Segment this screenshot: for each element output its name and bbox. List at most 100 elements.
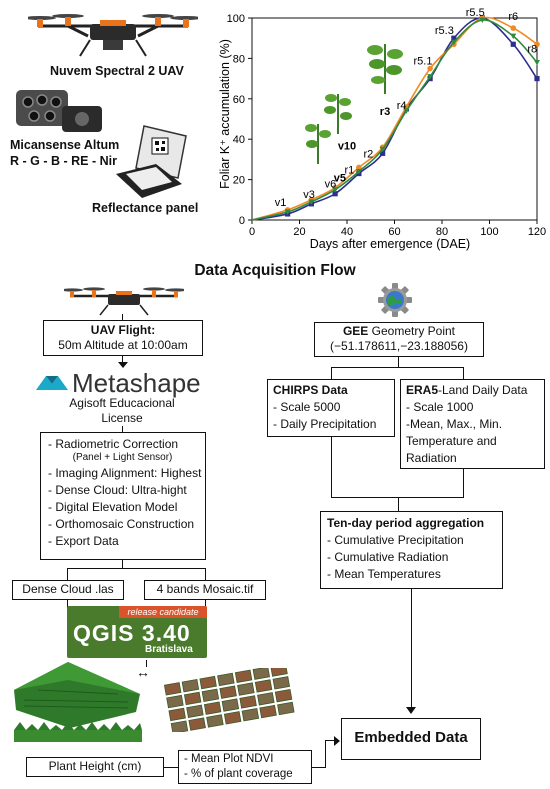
- plant-icon-v5: [305, 124, 331, 164]
- chart-y-tick-label: 0: [239, 215, 245, 227]
- chirps-title: CHIRPS Data: [273, 383, 348, 397]
- era5-title: ERA5-Land Daily Data: [406, 383, 544, 398]
- arrow-right-icon: [334, 736, 340, 746]
- plot-tile: [188, 717, 206, 731]
- arrow-down-icon: [406, 707, 416, 714]
- dense-cloud-box: Dense Cloud .las: [12, 580, 124, 600]
- chart-stage-label: r3: [380, 106, 390, 118]
- chart-point: [510, 33, 517, 40]
- chart-x-tick-label: 100: [480, 226, 498, 238]
- plot-tile: [270, 663, 288, 677]
- plot-tile: [181, 678, 200, 693]
- arrow-down-icon: [118, 362, 128, 368]
- chart-x-tick-label: 20: [293, 226, 305, 238]
- ten-day-item-3: - Mean Temperatures: [327, 567, 441, 581]
- chart-point: [284, 209, 291, 215]
- uav-flight-box: UAV Flight: 50m Altitude at 10:00am: [43, 320, 203, 356]
- chart-point: [332, 191, 338, 197]
- chart-point: [451, 35, 457, 41]
- era5-item-1: - Scale 1000: [406, 400, 474, 414]
- step-dem: - Digital Elevation Model: [48, 500, 178, 514]
- chart-stage-label: r5.3: [435, 25, 454, 37]
- gee-coords: (−51.178611,−23.188056): [330, 339, 468, 353]
- chart-point: [427, 74, 434, 80]
- chart-stage-label: v10: [338, 140, 356, 152]
- chart-y-tick-label: 20: [233, 175, 245, 187]
- reflectance-panel-image: [112, 122, 196, 200]
- plot-tile: [239, 695, 257, 709]
- chart-y-tick-label: 100: [227, 13, 245, 25]
- point-cloud-image: [8, 650, 148, 746]
- chart-stage-label: r5.5: [466, 7, 485, 19]
- bands-label: R - G - B - RE - Nir: [10, 154, 117, 168]
- plot-tile: [257, 692, 275, 706]
- embedded-data-label: Embedded Data: [354, 729, 468, 746]
- flow-title: Data Acquisition Flow: [194, 262, 356, 279]
- plot-tile: [186, 704, 204, 718]
- ndvi-box: - Mean Plot NDVI - % of plant coverage: [178, 750, 312, 784]
- gee-title-bold: GEE: [342, 324, 369, 338]
- chart-point: [534, 41, 540, 48]
- metashape-license-1: Agisoft Educacional: [69, 396, 175, 410]
- plot-tile: [252, 666, 271, 680]
- chart-x-axis-label: Days after emergence (DAE): [310, 237, 470, 251]
- plot-tile: [274, 688, 293, 703]
- chart-point: [308, 199, 315, 205]
- chart-point: [427, 65, 433, 72]
- chart-x-tick-label: 60: [388, 226, 400, 238]
- plot-tile: [237, 682, 255, 696]
- chart-plot-frame: [251, 17, 538, 221]
- mosaic-box: 4 bands Mosaic.tif: [144, 580, 266, 600]
- step-dense-cloud: - Dense Cloud: Ultra-hight: [48, 483, 187, 497]
- chart-point: [403, 108, 410, 114]
- chart-point: [380, 150, 386, 156]
- plot-tile: [201, 688, 220, 703]
- gee-gear-icon: [377, 282, 413, 318]
- plot-tile: [221, 698, 240, 712]
- chart-stage-label: r5.1: [414, 55, 433, 67]
- chart-series-line: [251, 17, 538, 221]
- plot-tile: [206, 714, 224, 728]
- plant-icon-r3: [367, 44, 403, 94]
- plot-tile: [259, 704, 277, 719]
- chart-stage-label: r2: [363, 148, 373, 160]
- plant-height-box: Plant Height (cm): [26, 757, 164, 777]
- plot-tile: [254, 679, 273, 693]
- step-radiometric: - Radiometric Correction: [48, 437, 179, 451]
- chart-stage-label: r8: [527, 43, 537, 55]
- chart-x-tick-label: 80: [436, 226, 448, 238]
- chart-point: [510, 25, 517, 31]
- qgis-subtitle: Bratislava: [145, 644, 193, 655]
- embedded-data-box: Embedded Data: [341, 718, 481, 760]
- plot-tile: [203, 701, 222, 715]
- era5-title-bold: ERA5: [406, 383, 439, 397]
- gee-title: GEE Geometry Point: [315, 324, 483, 339]
- chirps-item-2: - Daily Precipitation: [273, 417, 377, 431]
- plot-mosaic-grid: [163, 663, 295, 734]
- camera-label: Micansense Altum: [10, 138, 120, 152]
- mosaic-label: 4 bands Mosaic.tif: [156, 582, 254, 596]
- plot-tile: [219, 685, 237, 699]
- plot-tile: [199, 675, 217, 690]
- plot-tile: [217, 672, 235, 687]
- plant-height-label: Plant Height (cm): [48, 759, 142, 773]
- step-export: - Export Data: [48, 534, 119, 548]
- uav-drone-image: [24, 6, 202, 62]
- chart-point: [510, 41, 516, 47]
- ten-day-title: Ten-day period aggregation: [327, 516, 485, 530]
- plot-tile: [183, 691, 202, 706]
- chart-point: [479, 17, 486, 24]
- plot-tile: [163, 682, 182, 696]
- uav-flight-title: UAV Flight:: [90, 323, 156, 337]
- gee-box: GEE Geometry Point (−51.178611,−23.18805…: [314, 322, 484, 357]
- era5-item-4: Radiation: [406, 451, 457, 465]
- chart-stage-label: v3: [303, 189, 315, 201]
- ten-day-item-1: - Cumulative Precipitation: [327, 533, 464, 547]
- uav-drone-small-image: [61, 282, 187, 318]
- plant-illustrations: [305, 44, 403, 164]
- chart-series-line: [251, 19, 538, 221]
- ten-day-item-2: - Cumulative Radiation: [327, 550, 449, 564]
- panel-label: Reflectance panel: [92, 201, 199, 215]
- double-arrow-icon: ↔: [136, 664, 150, 680]
